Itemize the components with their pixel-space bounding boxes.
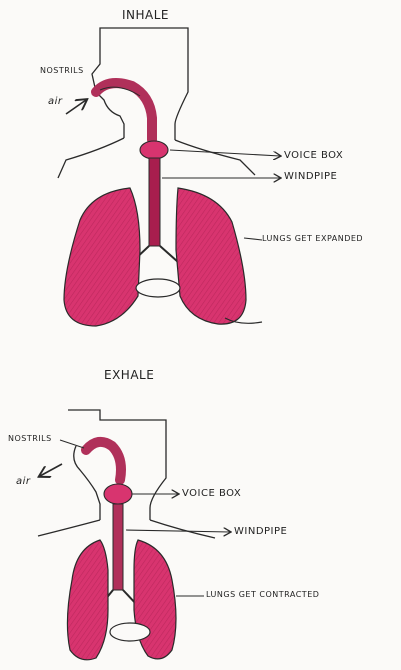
inhale-windpipe-label: WINDPIPE xyxy=(284,171,337,182)
exhale-air-label: air xyxy=(16,476,31,487)
exhale-shoulders-outline xyxy=(38,520,215,538)
inhale-voice-box xyxy=(140,141,168,159)
exhale-voice-box-label: VOICE BOX xyxy=(182,488,241,499)
exhale-diaphragm xyxy=(110,623,150,641)
inhale-air-arrow xyxy=(66,100,86,114)
exhale-title: EXHALE xyxy=(104,368,154,382)
exhale-diagram xyxy=(38,410,230,660)
exhale-air-arrow xyxy=(40,464,62,476)
exhale-voice-box xyxy=(104,484,132,504)
inhale-voice-box-pointer xyxy=(170,150,280,156)
inhale-voice-box-label: VOICE BOX xyxy=(284,150,343,161)
inhale-lungs-label: LUNGS GET EXPANDED xyxy=(262,234,363,243)
inhale-nostrils-label: NOSTRILS xyxy=(40,66,84,75)
exhale-windpipe-pointer xyxy=(126,530,230,532)
inhale-title: INHALE xyxy=(122,8,169,22)
exhale-nostrils-pointer xyxy=(60,440,84,448)
exhale-right-lung xyxy=(134,540,176,659)
inhale-diaphragm xyxy=(136,279,180,297)
exhale-nasal-airway xyxy=(86,442,121,480)
inhale-right-lung xyxy=(176,188,246,324)
exhale-left-lung xyxy=(67,540,108,660)
exhale-nostrils-label: NOSTRILS xyxy=(8,434,52,443)
inhale-diagram xyxy=(58,28,280,326)
exhale-windpipe-label: WINDPIPE xyxy=(234,526,287,537)
inhale-air-label: air xyxy=(48,96,63,107)
inhale-windpipe xyxy=(149,158,160,246)
inhale-lungs-pointer xyxy=(244,238,262,240)
exhale-windpipe xyxy=(113,504,123,590)
exhale-lungs-label: LUNGS GET CONTRACTED xyxy=(206,590,319,599)
inhale-left-lung xyxy=(64,188,140,326)
